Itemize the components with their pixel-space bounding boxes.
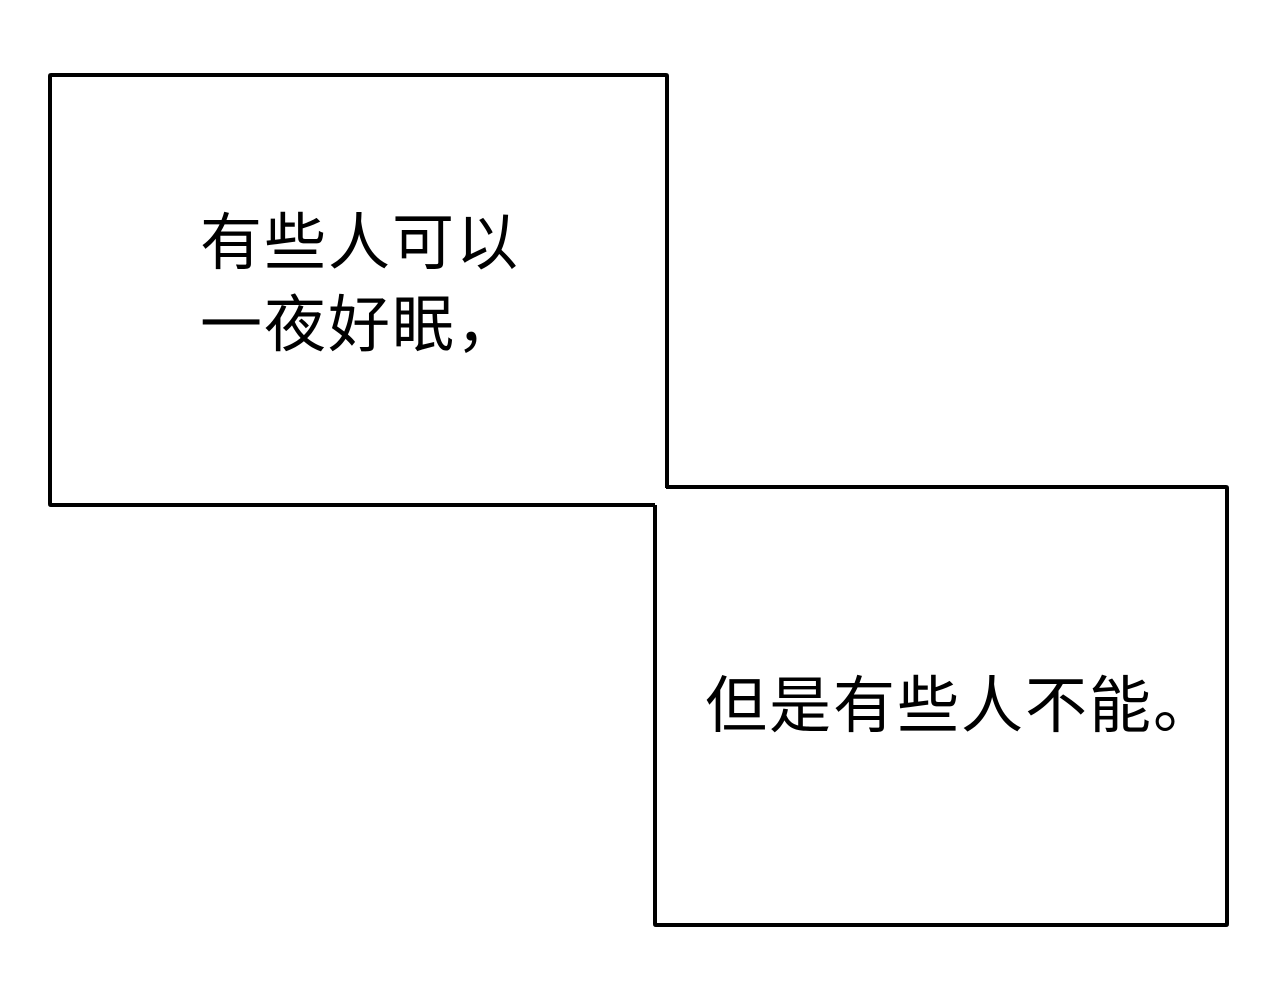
panel-1-border — [48, 73, 669, 507]
panel-2-caption: 但是有些人不能。 — [705, 665, 1217, 747]
panel-2-border — [653, 485, 1229, 927]
caption-line: 一夜好眠， — [200, 288, 521, 361]
caption-line: 但是有些人不能。 — [705, 669, 1218, 742]
panel-1-caption: 有些人可以 一夜好眠， — [200, 202, 520, 366]
caption-line: 有些人可以 — [200, 206, 521, 279]
